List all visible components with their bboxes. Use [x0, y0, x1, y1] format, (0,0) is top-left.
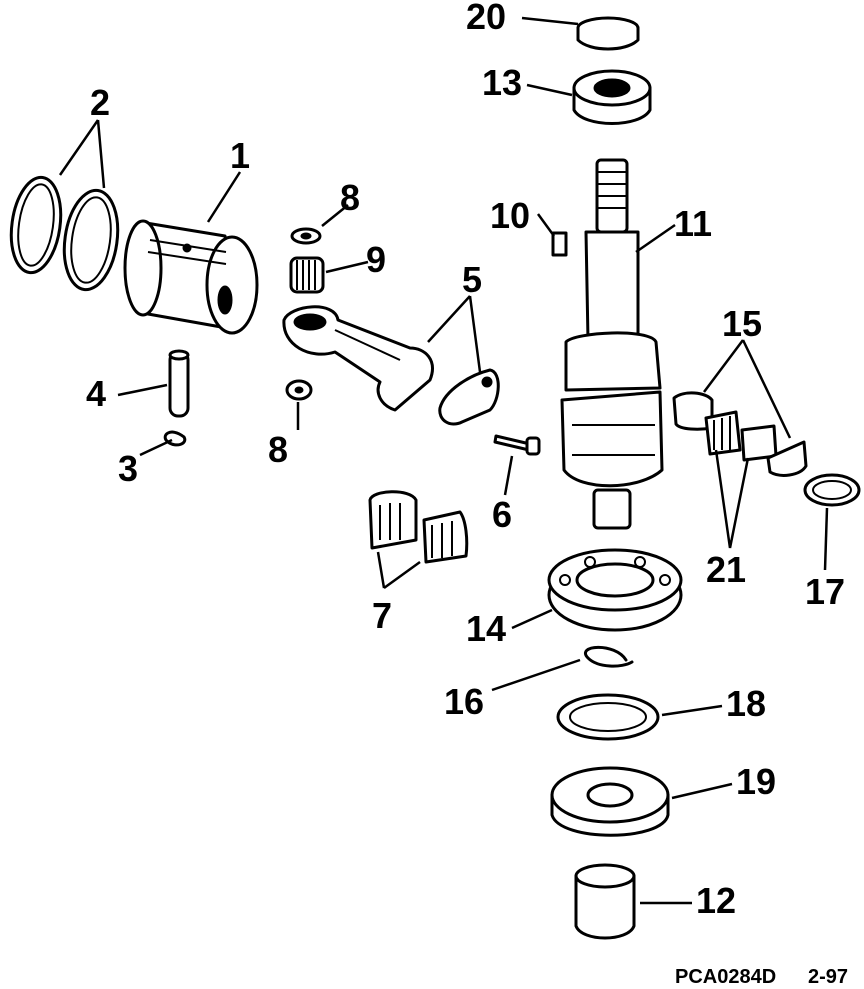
callout-8-top: 8 [340, 177, 360, 218]
callout-4: 4 [86, 373, 106, 414]
callout-15: 15 [722, 303, 762, 344]
callout-6: 6 [492, 494, 512, 535]
crankshaft [560, 158, 664, 530]
callout-11: 11 [674, 203, 712, 244]
callout-19: 19 [736, 761, 776, 802]
callout-16: 16 [444, 681, 484, 722]
top-seal [576, 16, 640, 51]
callout-7: 7 [372, 595, 392, 636]
leader-lines [58, 16, 829, 905]
rod-bearing-cage [368, 490, 469, 564]
callout-14: 14 [466, 608, 506, 649]
callout-5: 5 [462, 259, 482, 300]
callout-8-bottom: 8 [268, 429, 288, 470]
callout-21: 21 [706, 549, 746, 590]
callout-13: 13 [482, 62, 522, 103]
piston-rings [9, 175, 120, 292]
callout-9: 9 [366, 239, 386, 280]
callout-17: 17 [805, 571, 845, 612]
part-code: PCA0284D [675, 966, 776, 988]
upper-main-bearing [572, 69, 652, 125]
lower-bushing [574, 863, 636, 940]
piston [123, 219, 259, 335]
callout-3: 3 [118, 448, 138, 489]
bearing-retaining-ring [584, 645, 634, 668]
rod-cap-screw [493, 434, 541, 456]
page-number: 2-97 [808, 966, 848, 988]
lower-ball-bearing [547, 548, 683, 632]
connecting-rod [282, 305, 500, 426]
callout-1: 1 [230, 135, 250, 176]
callout-10: 10 [490, 195, 530, 236]
callout-20: 20 [466, 0, 506, 37]
callout-12: 12 [696, 880, 736, 921]
lower-seal [803, 473, 861, 507]
large-retaining-ring [556, 693, 660, 741]
seal-carrier [550, 766, 670, 837]
callout-2: 2 [90, 82, 110, 123]
main-bearing-halves [672, 391, 808, 477]
piston-pin [168, 349, 190, 418]
callout-18: 18 [726, 683, 766, 724]
diagram-footer: PCA0284D 2-97 [675, 966, 848, 988]
callout-labels: 2 1 4 3 8 9 8 5 6 7 10 11 20 13 15 21 17… [86, 0, 845, 921]
wrist-pin-bearing [285, 227, 325, 401]
woodruff-key [551, 231, 568, 257]
